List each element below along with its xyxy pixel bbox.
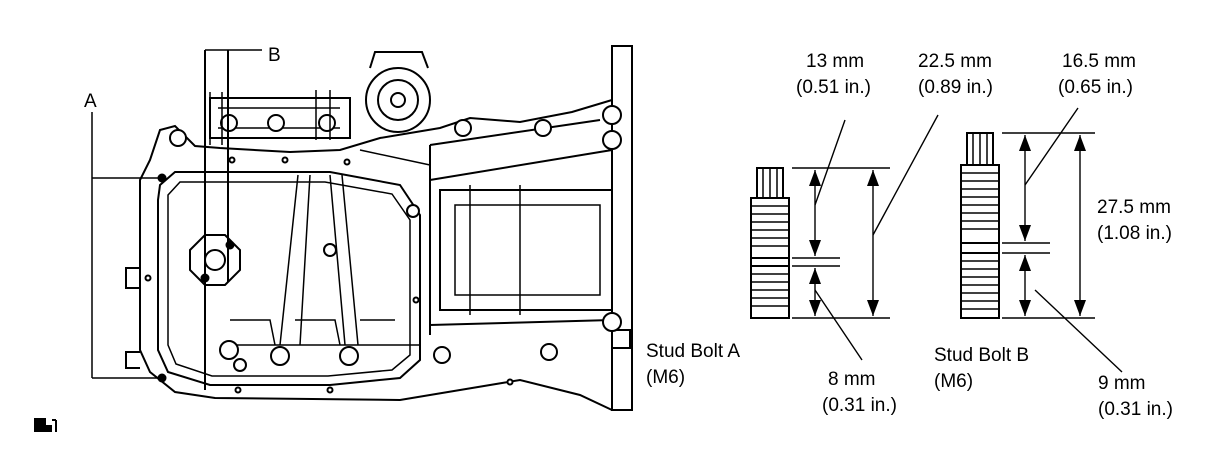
stud-a-total-mm: 22.5 mm [918, 51, 992, 72]
stud-b-upper-in: (0.65 in.) [1058, 77, 1133, 98]
stud-b-upper-mm: 16.5 mm [1062, 51, 1136, 72]
point-a-label: A [84, 91, 97, 112]
stud-a-upper-mm: 13 mm [806, 51, 865, 72]
point-b-label: B [268, 45, 281, 66]
stud-bolt-a-name: Stud Bolt A [646, 341, 741, 362]
stud-b-lower-in: (0.31 in.) [1098, 399, 1173, 420]
stud-bolt-b-dimensions [1002, 107, 1123, 373]
illustration-id-mark-icon [34, 418, 57, 432]
stud-b-total-in: (1.08 in.) [1097, 223, 1172, 244]
stud-bolt-b-size: (M6) [934, 371, 974, 392]
stud-bolt-a-size: (M6) [646, 367, 686, 388]
stud-a-upper-in: (0.51 in.) [796, 77, 871, 98]
engine-housing-drawing [125, 45, 633, 411]
stud-a-total-in: (0.89 in.) [918, 77, 993, 98]
stud-b-total-mm: 27.5 mm [1097, 197, 1171, 218]
stud-b-lower-mm: 9 mm [1098, 373, 1146, 394]
stud-a-lower-mm: 8 mm [828, 369, 876, 390]
stud-a-lower-in: (0.31 in.) [822, 395, 897, 416]
stud-bolt-a-dimensions [792, 114, 939, 361]
stud-bolt-b-name: Stud Bolt B [934, 345, 1030, 366]
stud-bolt-a-drawing [750, 167, 790, 319]
point-a-leader [91, 112, 167, 383]
stud-bolt-b-drawing [960, 132, 1000, 319]
point-b-markers [200, 240, 235, 283]
